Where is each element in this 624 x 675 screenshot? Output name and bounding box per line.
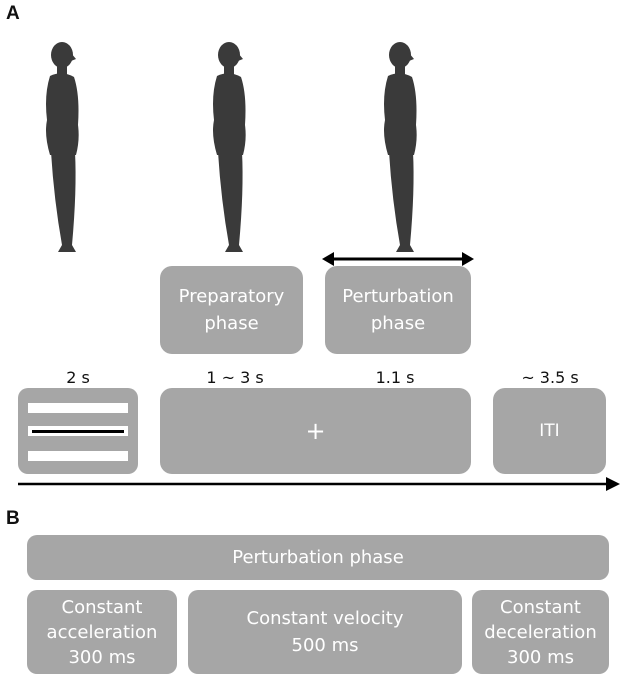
perturbation-double-arrow — [322, 252, 474, 266]
deceleration-segment: Constant deceleration 300 ms — [472, 590, 609, 674]
stimulus-bar — [28, 451, 128, 461]
perturbation-phase-box: Perturbation phase — [325, 266, 471, 354]
duration-label: 1 ~ 3 s — [206, 368, 264, 387]
perturbation-phase-line2: phase — [370, 313, 426, 334]
duration-label: 1.1 s — [375, 368, 415, 387]
segment-line: Constant — [500, 596, 581, 618]
stimulus-bar — [28, 403, 128, 413]
perturbation-phase-header: Perturbation phase — [27, 535, 609, 580]
iti-label: ITI — [539, 420, 560, 441]
perturbation-phase-line1: Perturbation — [342, 286, 454, 307]
panel-label-a: A — [6, 3, 20, 24]
iti-box: ITI — [493, 388, 606, 474]
stimulus-box — [18, 388, 138, 474]
duration-label: 2 s — [66, 368, 90, 387]
fixation-box: + — [160, 388, 471, 474]
segment-duration: 300 ms — [68, 646, 136, 668]
human-figure-icon — [46, 42, 79, 252]
preparatory-phase-line1: Preparatory — [178, 286, 285, 307]
human-figure-icon — [213, 42, 246, 252]
velocity-segment: Constant velocity 500 ms — [188, 590, 462, 674]
human-figure-icon — [384, 42, 417, 252]
duration-label: ~ 3.5 s — [521, 368, 579, 387]
segment-line: Constant — [61, 596, 143, 618]
acceleration-segment: Constant acceleration 300 ms — [27, 590, 177, 674]
time-arrow — [18, 477, 620, 491]
segment-line: Constant velocity — [246, 608, 404, 629]
preparatory-phase-box: Preparatory phase — [160, 266, 303, 354]
stimulus-line — [32, 430, 124, 433]
segment-line: acceleration — [46, 621, 158, 643]
segment-line: deceleration — [484, 621, 597, 643]
segment-duration: 500 ms — [291, 635, 359, 656]
fixation-cross: + — [305, 416, 326, 445]
perturbation-phase-header-label: Perturbation phase — [232, 547, 404, 568]
panel-label-b: B — [6, 508, 20, 529]
preparatory-phase-line2: phase — [204, 313, 259, 334]
segment-duration: 300 ms — [507, 646, 574, 668]
